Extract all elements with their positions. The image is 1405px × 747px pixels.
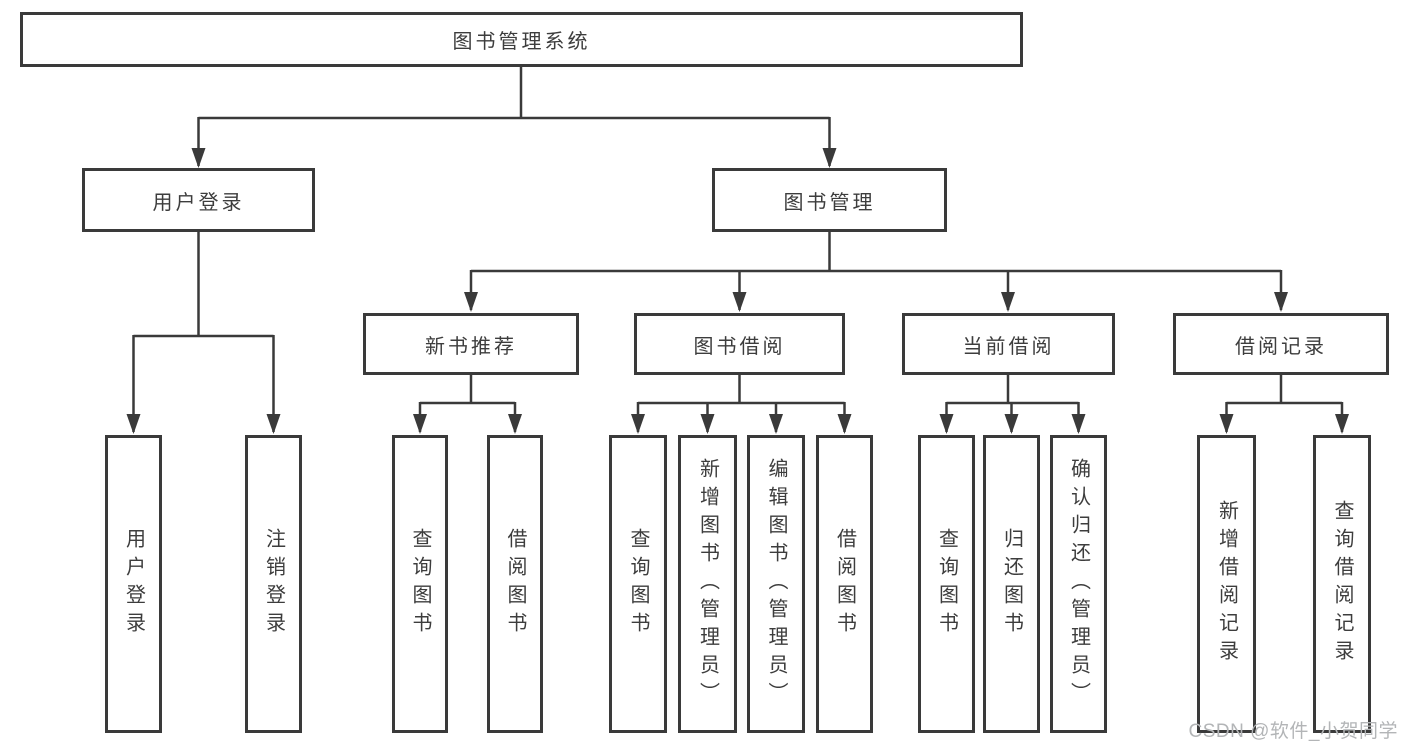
node-current-borrowing: 当前借阅 <box>902 313 1115 375</box>
leaf-label: 新增图书（管理员） <box>696 458 719 710</box>
node-label: 借阅记录 <box>1235 335 1327 358</box>
csdn-watermark: CSDN @软件_小贺同学 <box>1188 721 1398 742</box>
leaf-label: 编辑图书（管理员） <box>765 458 787 710</box>
connector-group <box>126 66 1349 434</box>
node-user-login: 用户登录 <box>82 168 315 232</box>
leaf-label: 借阅图书 <box>504 528 526 640</box>
node-label: 新书推荐 <box>425 335 517 358</box>
node-label: 图书管理 <box>783 191 876 214</box>
leaf-add-books-admin: 新增图书（管理员） <box>678 435 737 733</box>
leaf-add-borrow-record: 新增借阅记录 <box>1197 435 1256 733</box>
node-label: 当前借阅 <box>962 335 1055 358</box>
node-label: 图书管理系统 <box>452 31 591 53</box>
leaf-label: 借阅图书 <box>833 528 856 640</box>
leaf-label: 注销登录 <box>262 528 285 640</box>
leaf-label: 查询图书 <box>935 528 958 640</box>
leaf-logout: 注销登录 <box>245 435 302 733</box>
leaf-query-books-current: 查询图书 <box>918 435 975 733</box>
node-book-borrowing: 图书借阅 <box>634 313 845 375</box>
leaf-label: 查询图书 <box>409 528 431 640</box>
leaf-confirm-return-admin: 确认归还（管理员） <box>1050 435 1107 733</box>
leaf-label: 新增借阅记录 <box>1215 500 1238 668</box>
leaf-label: 查询借阅记录 <box>1331 500 1353 668</box>
leaf-label: 归还图书 <box>1000 528 1023 640</box>
node-new-book-recommend: 新书推荐 <box>363 313 579 375</box>
node-label: 图书借阅 <box>693 335 786 358</box>
leaf-query-books-recommend: 查询图书 <box>392 435 448 733</box>
leaf-query-borrow-record: 查询借阅记录 <box>1313 435 1371 733</box>
leaf-return-books: 归还图书 <box>983 435 1040 733</box>
node-borrowing-records: 借阅记录 <box>1173 313 1389 375</box>
leaf-query-books-borrowing: 查询图书 <box>609 435 667 733</box>
leaf-label: 用户登录 <box>122 528 145 640</box>
node-root: 图书管理系统 <box>20 12 1023 67</box>
node-label: 用户登录 <box>152 191 245 214</box>
leaf-user-login: 用户登录 <box>105 435 162 733</box>
leaf-borrow-books-borrowing: 借阅图书 <box>816 435 873 733</box>
leaf-label: 确认归还（管理员） <box>1067 458 1090 710</box>
leaf-label: 查询图书 <box>627 528 649 640</box>
node-book-management: 图书管理 <box>712 168 947 232</box>
leaf-edit-books-admin: 编辑图书（管理员） <box>747 435 805 733</box>
leaf-borrow-books-recommend: 借阅图书 <box>487 435 543 733</box>
